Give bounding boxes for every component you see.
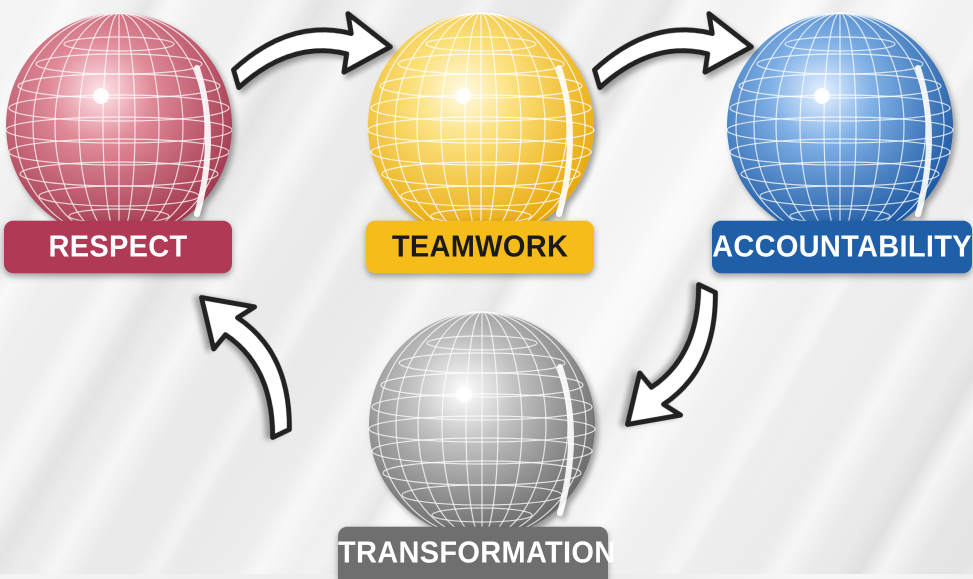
curved-arrow-icon (604, 281, 753, 446)
globe-icon (726, 12, 954, 240)
globe-icon (368, 311, 596, 539)
curved-arrow-icon (178, 275, 327, 440)
globe-icon (6, 13, 232, 239)
label-respect: RESPECT (4, 220, 232, 274)
curved-arrow-icon (591, 11, 753, 88)
label-accountability: ACCOUNTABILITY (712, 220, 972, 274)
label-teamwork: TEAMWORK (366, 220, 594, 274)
curved-arrow-icon (230, 11, 392, 88)
label-transformation: TRANSFORMATION (338, 526, 615, 579)
globe-icon (367, 12, 595, 240)
